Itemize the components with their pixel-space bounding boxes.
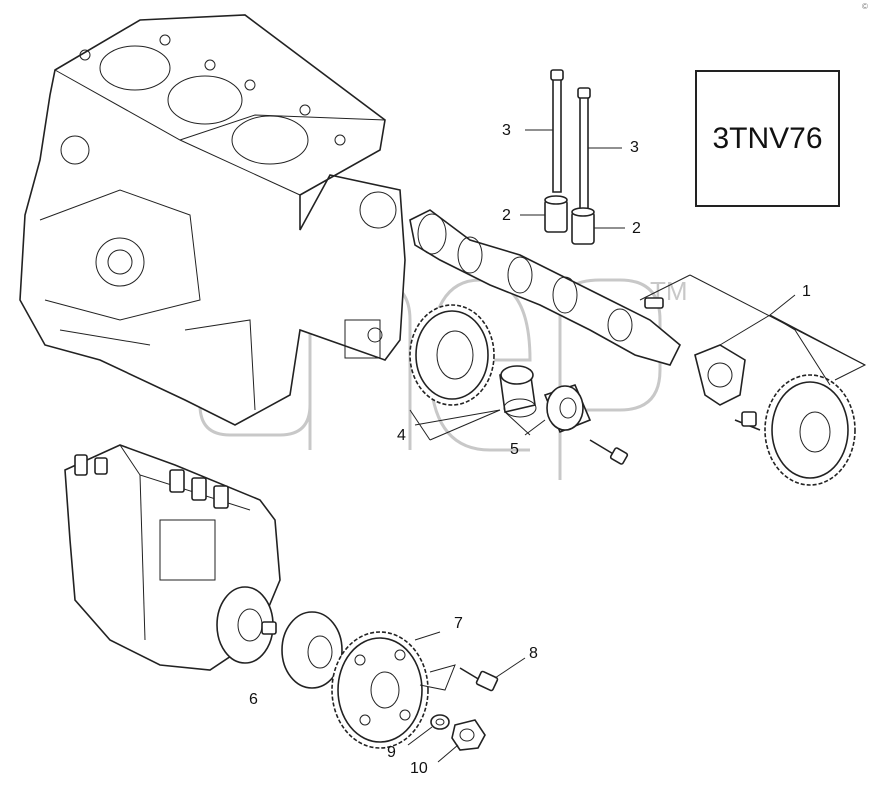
spacer <box>543 384 592 434</box>
camshaft <box>409 209 681 366</box>
pump-drive-gear <box>331 631 441 749</box>
callout-6: 6 <box>249 691 258 708</box>
bolt <box>589 439 629 465</box>
model-label-box: 3TNV76 <box>695 70 840 207</box>
callout-8: 8 <box>529 645 538 662</box>
idle-gear <box>694 344 856 486</box>
corner-mark: © <box>862 2 868 11</box>
callout-4: 4 <box>397 427 406 444</box>
callout-3-right: 3 <box>630 139 639 156</box>
callout-1: 1 <box>802 283 811 300</box>
callout-10: 10 <box>410 760 428 777</box>
fuel-injection-pump <box>64 444 281 671</box>
bushing <box>499 365 537 418</box>
gear-bolt <box>419 657 526 692</box>
tappets <box>520 195 625 245</box>
cylinder-block <box>19 14 406 426</box>
callout-2-right: 2 <box>632 220 641 237</box>
callout-9: 9 <box>387 744 396 761</box>
callout-leaders <box>409 274 867 441</box>
callout-5: 5 <box>510 441 519 458</box>
camshaft-gear <box>409 304 495 406</box>
callout-2-left: 2 <box>502 207 511 224</box>
model-label: 3TNV76 <box>712 121 823 155</box>
washer-and-nut <box>407 714 486 763</box>
pump-hub <box>281 611 343 689</box>
push-rods <box>525 69 622 211</box>
callout-3-left: 3 <box>502 122 511 139</box>
callout-7: 7 <box>454 615 463 632</box>
